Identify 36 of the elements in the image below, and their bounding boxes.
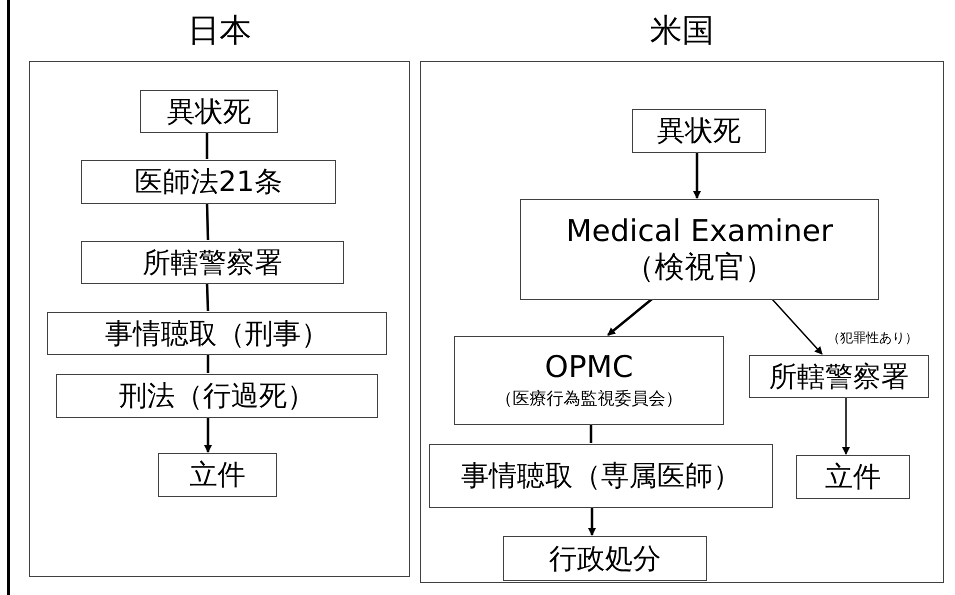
process-box [56, 374, 378, 418]
process-box [81, 160, 336, 204]
box-text: Medical Examiner [566, 214, 833, 250]
panel-heading: 米国 [649, 10, 715, 50]
box-text: 所轄警察署 [769, 360, 909, 394]
process-box [749, 355, 929, 398]
box-text: （検視官） [624, 250, 774, 286]
arrow [588, 507, 596, 536]
box-text: （医療行為監視委員会） [496, 388, 682, 410]
process-box [520, 199, 879, 300]
box-text: 行政処分 [549, 542, 661, 576]
process-box [158, 453, 277, 497]
process-box [632, 109, 766, 153]
arrow [842, 397, 850, 455]
box-text: 事情聴取（刑事） [105, 316, 329, 350]
box-text: 所轄警察署 [142, 246, 282, 280]
panel-heading: 日本 [186, 10, 252, 50]
process-box [454, 336, 724, 425]
box-text: 医師法21条 [134, 165, 282, 199]
box-text: OPMC [544, 350, 634, 386]
arrow [204, 417, 212, 453]
process-box [140, 90, 278, 133]
process-box [796, 455, 910, 499]
arrow [771, 298, 823, 355]
arrow [693, 152, 701, 199]
process-box [429, 444, 773, 508]
process-box [503, 536, 707, 581]
box-text: 立件 [825, 460, 881, 494]
box-text: 立件 [190, 458, 246, 492]
process-box [81, 241, 344, 284]
box-text: 刑法（行過死） [119, 379, 315, 413]
box-text: 事情聴取（専属医師） [461, 459, 741, 493]
arrow [607, 298, 653, 336]
process-box [47, 312, 387, 355]
box-text: 異状死 [167, 94, 251, 128]
box-text: 異状死 [657, 114, 741, 148]
